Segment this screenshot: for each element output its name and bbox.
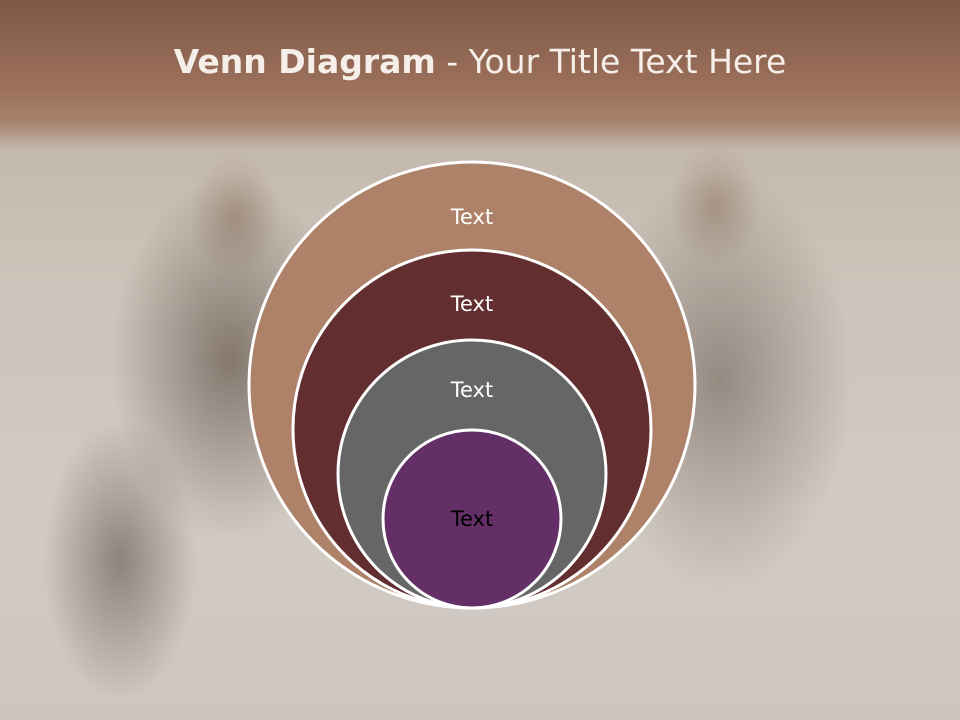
title-bold-part: Venn Diagram <box>173 42 436 81</box>
slide-title: Venn Diagram - Your Title Text Here <box>0 40 960 84</box>
ring-4-circle <box>381 428 563 610</box>
title-band <box>0 0 960 150</box>
ring-3-label: Text <box>450 378 493 402</box>
ring-4-label: Text <box>450 507 493 531</box>
ring-1-label: Text <box>450 205 493 229</box>
title-rest-part: - Your Title Text Here <box>435 42 787 81</box>
ring-2-label: Text <box>450 292 493 316</box>
